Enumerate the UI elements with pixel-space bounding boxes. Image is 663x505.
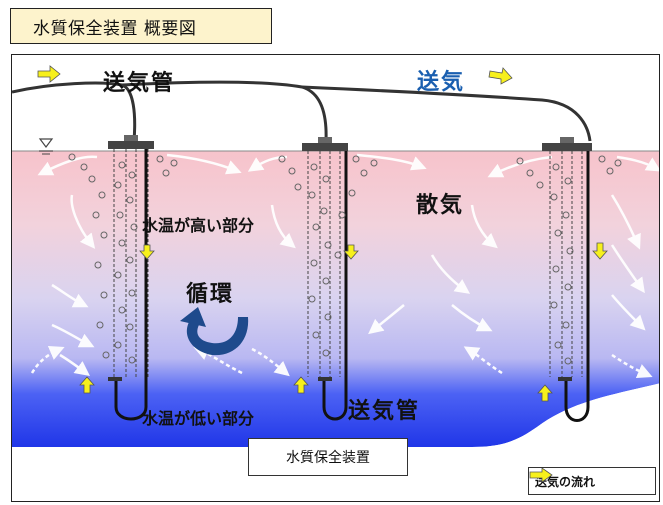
- diagram-title: 水質保全装置 概要図: [10, 8, 272, 44]
- diagram-drawing: [12, 65, 659, 501]
- legend-air-arrow-icon: [529, 468, 553, 482]
- aeration-unit-left: [68, 135, 178, 421]
- diagram-panel: 送気管 送気 散気 水温が高い部分 循環 水温が低い部分 送気管 水質保全装置 …: [11, 54, 660, 502]
- aeration-unit-right: [516, 137, 622, 422]
- device-label-box: 水質保全装置: [248, 438, 408, 476]
- air-flow-arrow-icon: [37, 65, 608, 402]
- circulation-arrow-icon: [180, 307, 249, 356]
- label-air-pipe-mid: 送気管: [348, 399, 421, 424]
- label-low-temp: 水温が低い部分: [142, 409, 255, 428]
- legend-label: 送気の流れ: [535, 474, 596, 489]
- label-air-pipe-top: 送気管: [103, 71, 176, 96]
- water-body: [12, 151, 659, 447]
- label-circulation: 循環: [186, 282, 235, 307]
- label-diffusion: 散気: [416, 193, 465, 218]
- legend: 送気の流れ: [528, 467, 656, 495]
- air-supply-pipe: [12, 80, 592, 142]
- label-high-temp: 水温が高い部分: [142, 216, 255, 235]
- aeration-unit-middle: [278, 137, 378, 421]
- water-level-marker-icon: [38, 138, 54, 155]
- label-air-supply: 送気: [417, 70, 466, 95]
- circulation-flow-arrows: [30, 153, 659, 378]
